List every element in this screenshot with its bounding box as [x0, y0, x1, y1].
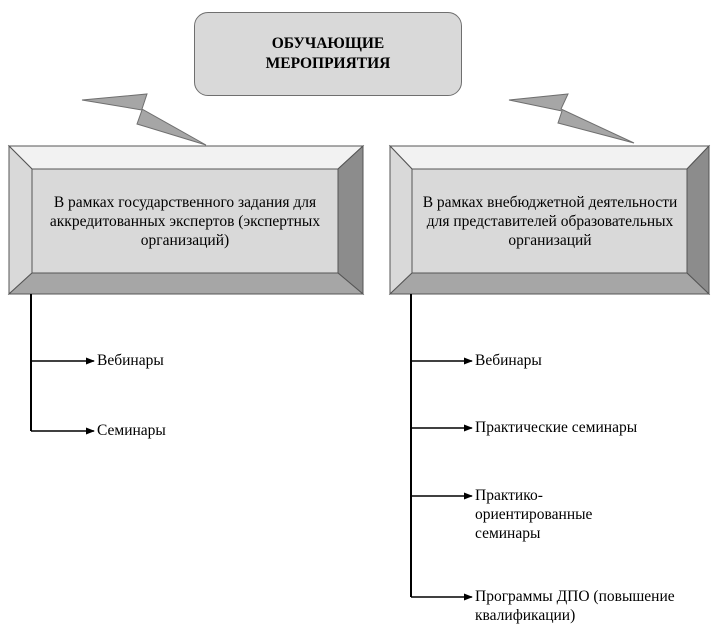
- right-item-practice-oriented-seminars: Практико-ориентированные семинары: [475, 487, 593, 542]
- lightning-bolt-right-icon: [508, 93, 635, 144]
- right-item-dpo-programs: Программы ДПО (повышение квалификации): [475, 588, 675, 624]
- right-box-label: В рамках внебюджетной деятельности для п…: [418, 171, 682, 271]
- right-item-webinars: Вебинары: [475, 352, 542, 369]
- right-item-practical-seminars: Практические семинары: [475, 419, 638, 436]
- top-node: ОБУЧАЮЩИЕ МЕРОПРИЯТИЯ: [194, 12, 462, 96]
- left-item-seminars: Семинары: [97, 422, 166, 439]
- right-bevel-box: [388, 144, 711, 296]
- left-bevel-box: [7, 144, 365, 296]
- lightning-bolt-left-icon: [81, 93, 207, 146]
- top-node-title: ОБУЧАЮЩИЕ МЕРОПРИЯТИЯ: [265, 35, 391, 72]
- right-box-text: В рамках внебюджетной деятельности для п…: [422, 193, 678, 249]
- left-box-label: В рамках государственного задания для ак…: [40, 171, 330, 271]
- left-box-text: В рамках государственного задания для ак…: [49, 193, 321, 249]
- left-item-webinars: Вебинары: [97, 352, 164, 369]
